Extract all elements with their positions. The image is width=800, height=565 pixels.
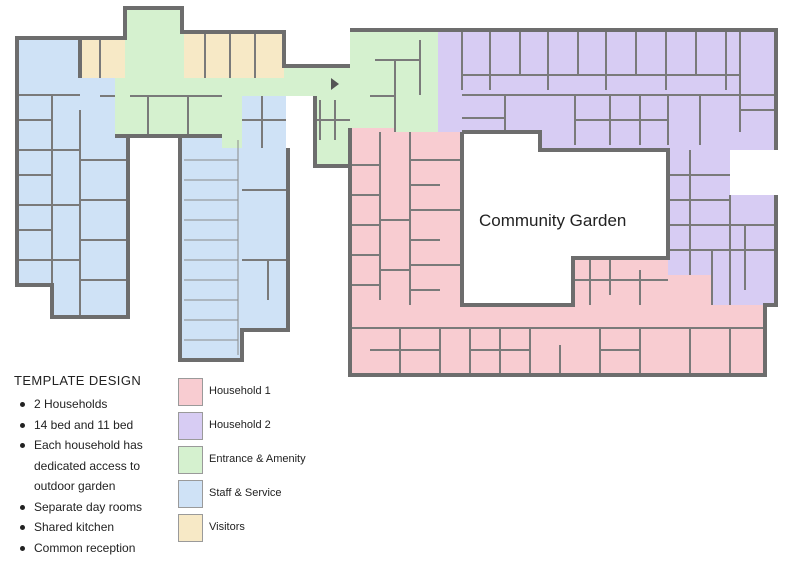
legend-label: Visitors bbox=[209, 521, 245, 533]
design-bullet: Common reception bbox=[14, 538, 179, 559]
design-bullet: 2 Households bbox=[14, 394, 179, 415]
visitors-room-right bbox=[184, 32, 284, 78]
staff-central-wing bbox=[180, 136, 242, 360]
template-design: TEMPLATE DESIGN 2 Households 14 bed and … bbox=[14, 373, 179, 558]
legend-label: Household 2 bbox=[209, 419, 271, 431]
legend-swatch bbox=[178, 514, 203, 542]
legend-item-household-2: Household 2 bbox=[178, 412, 378, 442]
staff-service-block bbox=[242, 148, 288, 330]
entrance-arrow-icon bbox=[331, 78, 339, 90]
interior-walls bbox=[17, 30, 776, 375]
zone-staff-service bbox=[17, 38, 288, 360]
design-bullet: Shared kitchen bbox=[14, 517, 179, 538]
garden-label: Community Garden bbox=[479, 211, 626, 230]
design-title: TEMPLATE DESIGN bbox=[14, 373, 142, 388]
legend-swatch bbox=[178, 446, 203, 474]
legend-label: Staff & Service bbox=[209, 487, 282, 499]
community-garden-area bbox=[462, 132, 668, 305]
entrance-corridor bbox=[115, 8, 350, 148]
staff-core bbox=[242, 96, 286, 148]
legend-label: Household 1 bbox=[209, 385, 271, 397]
staff-left-wing bbox=[17, 38, 128, 317]
zone-household-2 bbox=[438, 30, 776, 305]
design-list: 2 Households 14 bed and 11 bed Each hous… bbox=[14, 394, 179, 558]
household1-area bbox=[350, 128, 765, 375]
zone-visitors bbox=[80, 32, 284, 78]
legend-item-visitors: Visitors bbox=[178, 514, 378, 544]
zone-household-1 bbox=[350, 128, 765, 375]
design-bullet: Separate day rooms bbox=[14, 497, 179, 518]
visitors-room-left bbox=[80, 38, 125, 78]
legend-label: Entrance & Amenity bbox=[209, 453, 306, 465]
design-bullet: 14 bed and 11 bed bbox=[14, 415, 179, 436]
legend-item-entrance-amenity: Entrance & Amenity bbox=[178, 446, 378, 476]
legend-swatch bbox=[178, 480, 203, 508]
legend-swatch bbox=[178, 378, 203, 406]
legend-item-staff-service: Staff & Service bbox=[178, 480, 378, 510]
household2-area bbox=[438, 30, 776, 305]
exterior-walls bbox=[15, 6, 778, 377]
legend-swatch bbox=[178, 412, 203, 440]
design-bullet: Each household has dedicated access to o… bbox=[14, 435, 179, 497]
legend-item-household-1: Household 1 bbox=[178, 378, 378, 408]
